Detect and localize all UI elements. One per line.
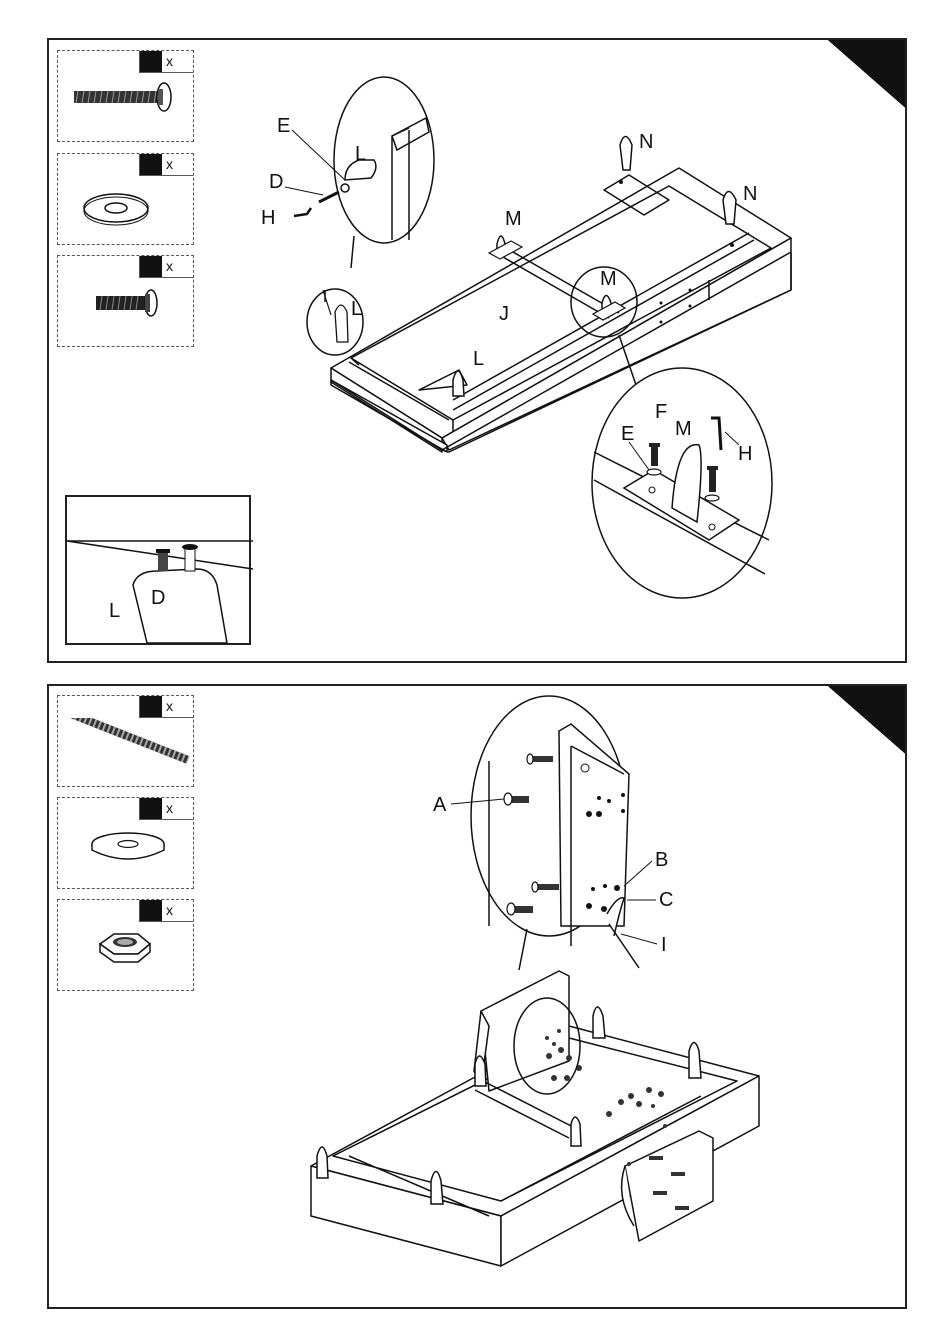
label-l-circle: L xyxy=(351,298,362,320)
label-h: H xyxy=(261,207,275,229)
label-n-2: N xyxy=(743,183,757,205)
label-i: I xyxy=(661,934,667,956)
label-f: F xyxy=(655,401,667,423)
label-e-zoom: E xyxy=(621,423,634,445)
detail-label-d: D xyxy=(151,587,165,609)
detail-drawing: D L xyxy=(67,497,253,647)
label-d: D xyxy=(269,171,283,193)
label-l-front: L xyxy=(473,348,484,370)
detail-leg-mounting: D L xyxy=(65,495,251,645)
label-l-detail: L xyxy=(355,143,366,165)
label-m: M xyxy=(505,208,522,230)
detail-label-l: L xyxy=(109,600,120,622)
label-m-zoom: M xyxy=(675,418,692,440)
step-1-panel: x x x xyxy=(47,38,907,663)
label-n-1: N xyxy=(639,131,653,153)
label-h-zoom: H xyxy=(738,443,752,465)
label-a: A xyxy=(433,794,447,816)
label-m-circle: M xyxy=(600,268,617,290)
label-c: C xyxy=(659,889,673,911)
label-j: J xyxy=(499,303,509,325)
label-e: E xyxy=(277,115,290,137)
step-2-panel: x x x xyxy=(47,684,907,1309)
step-2-assembly-drawing: A B C I xyxy=(49,686,907,1309)
label-b: B xyxy=(655,849,668,871)
